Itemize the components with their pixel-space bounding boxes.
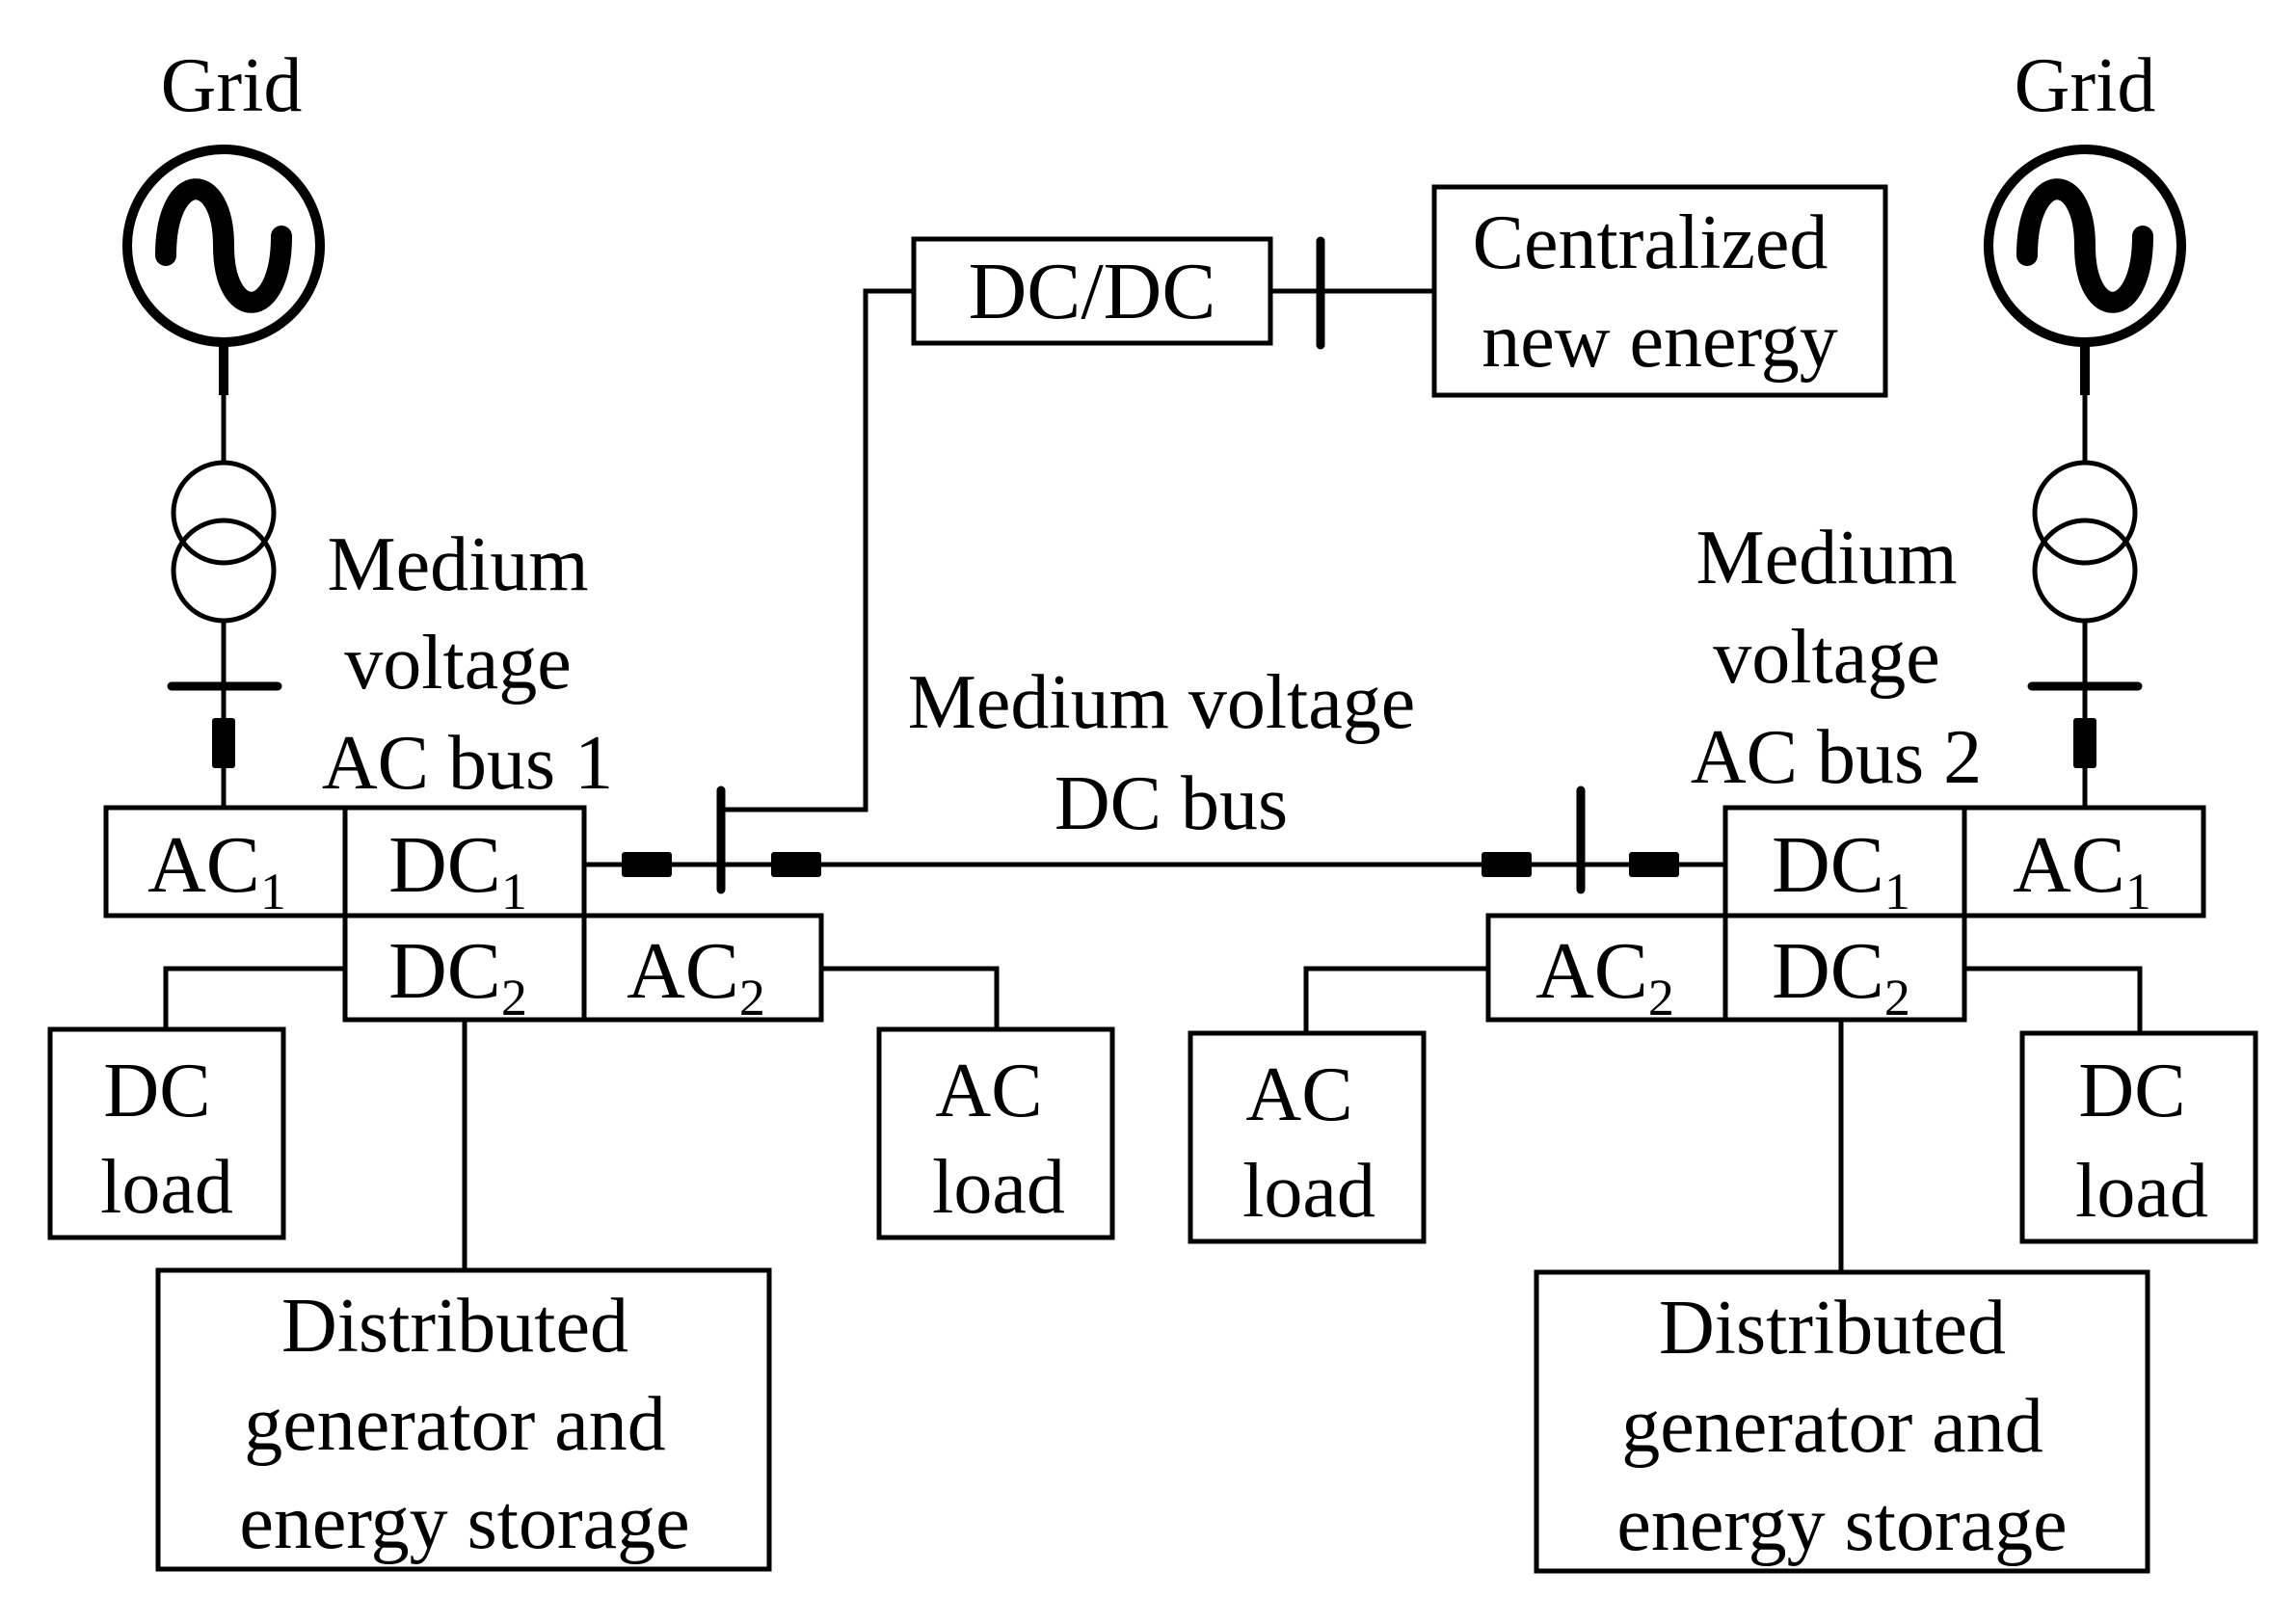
right-dg-storage-label: Distributed generator and energy storage (1616, 1286, 2067, 1567)
left-ac2-label: AC2 (627, 926, 765, 1026)
right-dg-storage-box (1534, 1269, 2150, 1574)
new-energy-box (1431, 184, 1888, 398)
right-dc1-label: DC1 (1772, 820, 1910, 920)
right-transformer-icon (2032, 460, 2138, 624)
right-converter: DC1 AC1 AC2 DC2 (1485, 805, 2206, 1026)
left-ac-load-box (876, 1026, 1115, 1240)
right-ac2-cell (1485, 913, 1728, 1023)
right-side: Grid Medium voltage AC bus 2 DC1 AC1 AC2 (1188, 43, 2258, 1574)
left-ac-breaker (212, 718, 235, 768)
right-ac1-cell (1962, 805, 2206, 918)
left-dg-storage-box (155, 1267, 772, 1572)
left-dc-load-box (47, 1026, 286, 1240)
right-dc2-cell (1722, 913, 1967, 1023)
left-ac-bus-label: Medium voltage AC bus 1 (322, 522, 613, 806)
left-grid-label: Grid (161, 43, 303, 128)
left-dc-breaker-1 (622, 852, 672, 877)
left-dc2-label: DC2 (388, 926, 527, 1026)
right-dc2-label: DC2 (1772, 926, 1910, 1026)
right-ac1-label: AC1 (2013, 820, 2151, 920)
right-grid-source-icon (1984, 145, 2186, 347)
center: DC/DC Centralized new energy Medium volt… (584, 184, 1888, 894)
left-transformer-icon (171, 460, 277, 624)
dc-bus-label: Medium voltage DC bus (908, 660, 1435, 846)
right-ac-load-box (1188, 1030, 1427, 1244)
right-dc-breaker-1 (1482, 852, 1532, 877)
right-grid-label: Grid (2015, 43, 2156, 128)
left-ac1-label: AC1 (147, 820, 286, 920)
left-converter: AC1 DC1 DC2 AC2 (103, 805, 824, 1026)
new-energy-label: Centralized new energy (1473, 200, 1848, 384)
left-ac1-cell (103, 805, 348, 918)
right-ac-breaker (2073, 718, 2096, 768)
right-dc-load-label: DC load (2075, 1049, 2208, 1234)
right-ac-bus-label: Medium voltage AC bus 2 (1691, 516, 1982, 800)
right-ac2-label: AC2 (1535, 926, 1674, 1026)
left-ac2-cell (581, 913, 824, 1023)
left-dc-breaker-2 (771, 852, 821, 877)
left-side: Grid Medium voltage AC bus 1 AC1 (47, 43, 1115, 1572)
right-dc-load-box (2019, 1030, 2258, 1244)
left-dc1-label: DC1 (388, 820, 527, 920)
left-ac-load-label: AC load (932, 1049, 1065, 1230)
left-dc1-cell (342, 805, 587, 918)
left-dc-load-label: DC load (100, 1049, 233, 1230)
right-ac-load-label: AC load (1242, 1052, 1375, 1234)
left-grid-source-icon (122, 145, 325, 347)
left-dg-storage-label: Distributed generator and energy storage (239, 1284, 689, 1565)
dcdc-box (911, 236, 1273, 346)
right-dc-breaker-2 (1629, 852, 1679, 877)
dcdc-label: DC/DC (969, 247, 1216, 336)
